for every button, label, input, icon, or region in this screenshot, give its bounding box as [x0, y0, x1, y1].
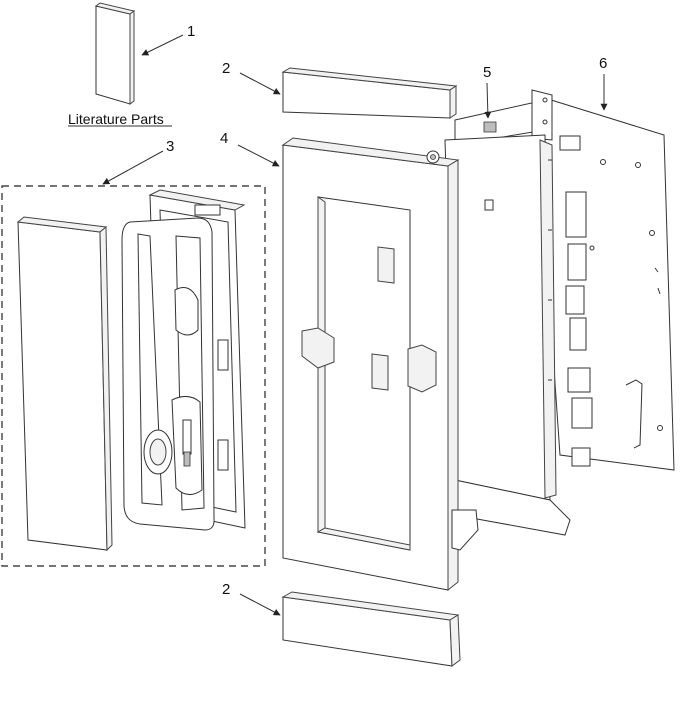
- callout-6: 6: [599, 55, 607, 72]
- trim-piece-top: [281, 67, 458, 119]
- callout-3: 3: [166, 138, 174, 155]
- literature-parts-label: Literature Parts: [68, 111, 164, 127]
- leader-2-top: [239, 72, 281, 95]
- literature-booklet: [94, 2, 136, 105]
- callout-2-top: 2: [222, 60, 230, 77]
- trim-piece-bottom: [281, 591, 461, 667]
- door-frame: [281, 137, 479, 592]
- leader-2-bottom: [239, 593, 281, 616]
- control-board: [534, 94, 675, 471]
- callout-2-bottom: 2: [222, 581, 230, 598]
- glass-tube-assembly: [121, 217, 215, 531]
- leader-5: [484, 82, 492, 119]
- callout-4: 4: [220, 130, 228, 147]
- mounting-bracket: [444, 89, 571, 536]
- inner-door-assembly-outline: [1, 185, 266, 567]
- callout-5: 5: [483, 64, 491, 81]
- leader-1: [141, 34, 184, 56]
- door-choke-panel: [16, 216, 113, 552]
- callout-1: 1: [187, 23, 195, 40]
- leader-3: [102, 150, 164, 185]
- leader-4: [237, 144, 280, 167]
